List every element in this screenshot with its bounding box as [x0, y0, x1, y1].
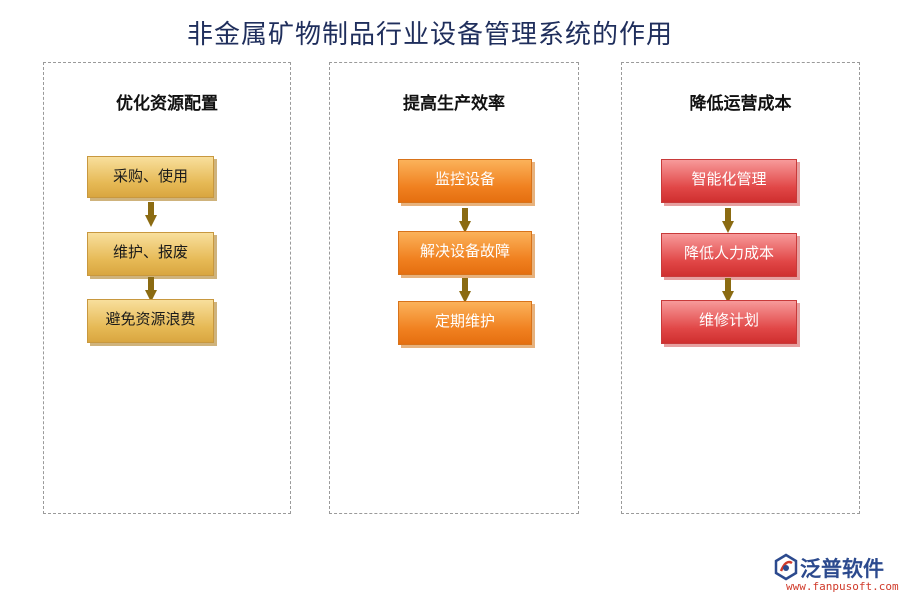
down-arrow-icon	[145, 202, 157, 228]
panel-operating-costs: 降低运营成本 智能化管理 降低人力成本 维修计划	[621, 62, 860, 514]
step-box: 定期维护	[398, 301, 532, 345]
panel-heading: 优化资源配置	[116, 94, 218, 114]
step-box: 降低人力成本	[661, 233, 797, 277]
step-box: 维护、报废	[87, 232, 214, 276]
down-arrow-icon	[459, 208, 471, 234]
down-arrow-icon	[722, 208, 734, 234]
down-arrow-icon	[459, 278, 471, 304]
step-box: 维修计划	[661, 300, 797, 344]
panel-heading: 降低运营成本	[689, 94, 792, 114]
fanpu-logo-icon	[774, 553, 798, 581]
brand-logo: 泛普软件 www.fanpusoft.com	[772, 553, 899, 595]
panel-heading: 提高生产效率	[403, 94, 505, 114]
step-box: 智能化管理	[661, 159, 797, 203]
panel-resource-allocation: 优化资源配置 采购、使用 维护、报废 避免资源浪费	[43, 62, 291, 514]
panel-production-efficiency: 提高生产效率 监控设备 解决设备故障 定期维护	[329, 62, 579, 514]
step-box: 监控设备	[398, 159, 532, 203]
brand-url: www.fanpusoft.com	[786, 580, 899, 593]
page-title: 非金属矿物制品行业设备管理系统的作用	[186, 20, 673, 50]
step-box: 解决设备故障	[398, 231, 532, 275]
step-box: 避免资源浪费	[87, 299, 214, 343]
step-box: 采购、使用	[87, 156, 214, 198]
brand-name: 泛普软件	[800, 557, 884, 581]
